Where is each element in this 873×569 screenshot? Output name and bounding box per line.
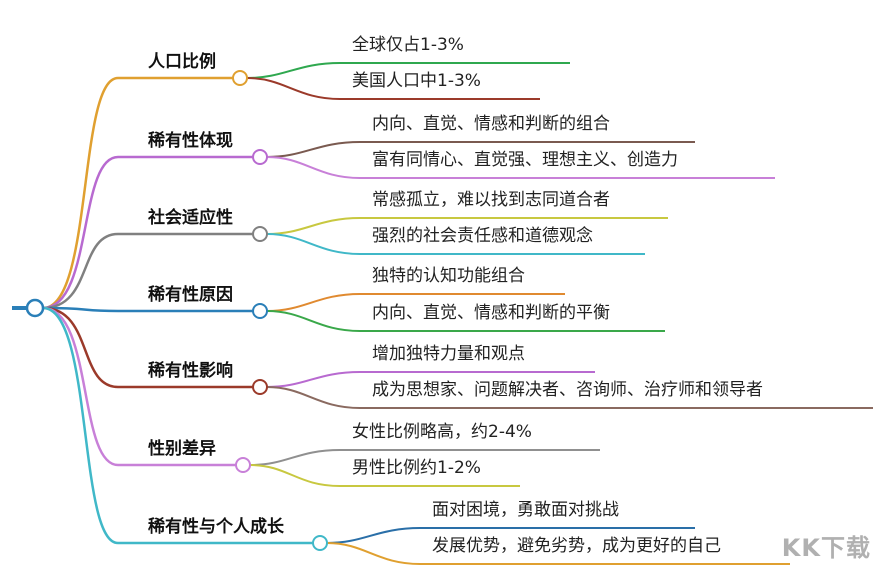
leaf-label-6-1: 发展优势，避免劣势，成为更好的自己 — [432, 536, 721, 556]
branch-node-3[interactable] — [252, 303, 268, 319]
leaf-link-6-1 — [326, 542, 790, 565]
leaf-label-4-1: 成为思想家、问题解决者、咨询师、治疗师和领导者 — [372, 380, 763, 400]
branch-link-2 — [42, 232, 253, 310]
leaf-link-6-0 — [326, 527, 695, 544]
branch-label-2: 社会适应性 — [148, 208, 233, 228]
branch-label-1: 稀有性体现 — [148, 131, 233, 151]
leaf-label-3-1: 内向、直觉、情感和判断的平衡 — [372, 303, 610, 323]
branch-link-1 — [42, 155, 253, 310]
leaf-label-5-0: 女性比例略高，约2-4% — [352, 422, 532, 442]
branch-node-4[interactable] — [252, 379, 268, 395]
branch-label-4: 稀有性影响 — [148, 361, 233, 381]
branch-link-6 — [42, 306, 313, 545]
leaf-link-3-1 — [266, 310, 665, 332]
leaf-label-4-0: 增加独特力量和观点 — [372, 344, 525, 364]
leaf-link-5-0 — [249, 449, 600, 466]
branch-label-6: 稀有性与个人成长 — [148, 517, 284, 537]
leaf-label-2-1: 强烈的社会责任感和道德观念 — [372, 226, 593, 246]
leaf-label-0-0: 全球仅占1-3% — [352, 35, 464, 55]
leaf-link-1-1 — [266, 156, 775, 179]
branch-node-1[interactable] — [252, 149, 268, 165]
leaf-link-2-0 — [266, 217, 668, 235]
leaf-label-1-1: 富有同情心、直觉强、理想主义、创造力 — [372, 150, 678, 170]
branch-node-5[interactable] — [235, 457, 251, 473]
leaf-link-0-0 — [246, 62, 570, 79]
leaf-link-3-0 — [266, 293, 565, 312]
leaf-label-6-0: 面对困境，勇敢面对挑战 — [432, 500, 619, 520]
branch-node-2[interactable] — [252, 226, 268, 242]
watermark: KK下载 — [781, 534, 871, 562]
branch-link-0 — [42, 76, 233, 310]
leaf-link-0-1 — [246, 77, 540, 100]
branch-link-5 — [42, 306, 236, 467]
leaf-label-5-1: 男性比例约1-2% — [352, 458, 481, 478]
leaf-link-4-0 — [266, 371, 595, 388]
leaf-label-3-0: 独特的认知功能组合 — [372, 266, 525, 286]
branch-node-0[interactable] — [232, 70, 248, 86]
branch-link-3 — [42, 306, 253, 313]
branch-link-4 — [42, 306, 253, 389]
leaf-label-0-1: 美国人口中1-3% — [352, 71, 481, 91]
branch-label-3: 稀有性原因 — [148, 285, 233, 305]
leaf-link-4-1 — [266, 386, 873, 409]
leaf-link-1-0 — [266, 141, 695, 158]
leaf-link-5-1 — [249, 464, 520, 487]
leaf-link-2-1 — [266, 233, 645, 255]
root-node[interactable] — [25, 298, 45, 318]
branch-node-6[interactable] — [312, 535, 328, 551]
leaf-label-2-0: 常感孤立，难以找到志同道合者 — [372, 190, 610, 210]
leaf-label-1-0: 内向、直觉、情感和判断的组合 — [372, 114, 610, 134]
branch-label-0: 人口比例 — [148, 52, 216, 72]
branch-label-5: 性别差异 — [148, 439, 216, 459]
